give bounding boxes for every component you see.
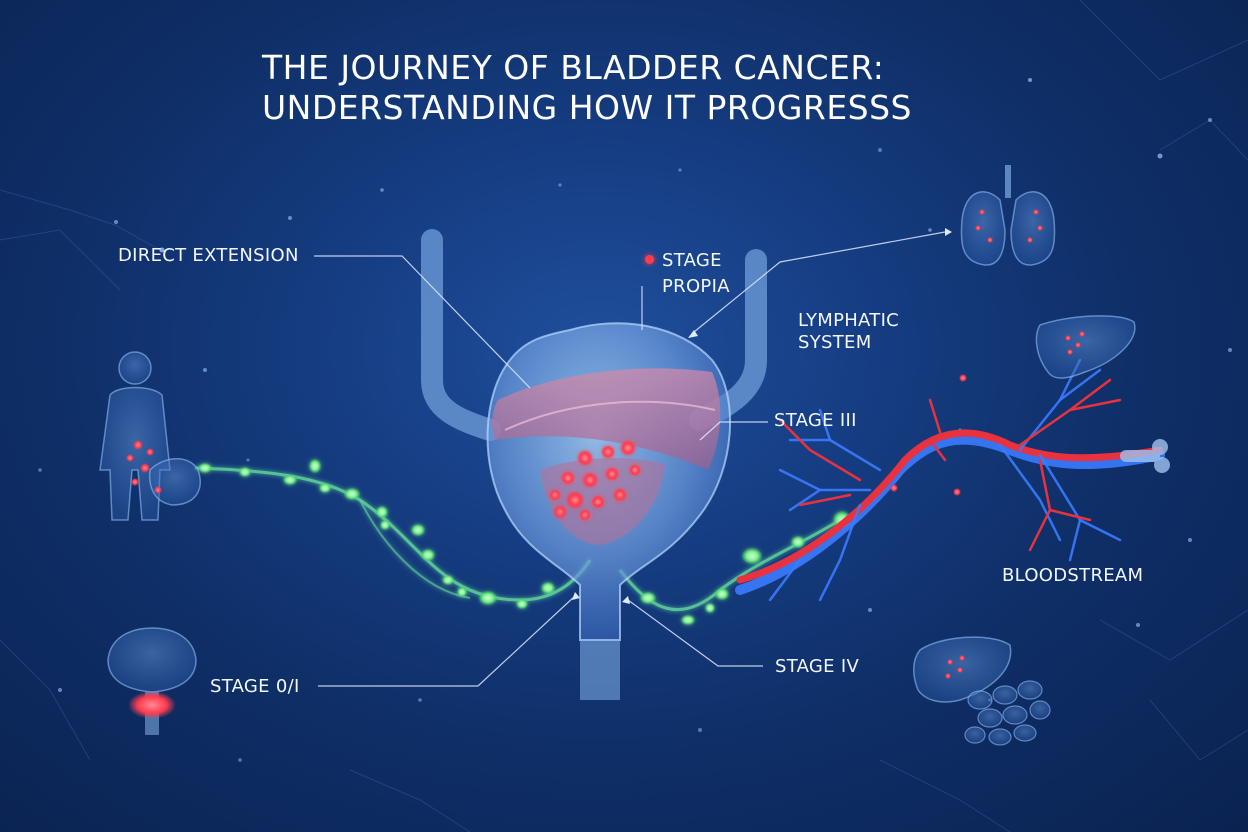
arrow-head [945, 228, 952, 236]
blood-vessel-icon [735, 358, 1165, 602]
background-stars [38, 78, 1232, 762]
label-bloodstream: BLOODSTREAM [1002, 565, 1144, 586]
tumor-cells [549, 440, 641, 521]
arrow-head [622, 596, 630, 604]
label-stage-iv: STAGE IV [775, 656, 860, 677]
tumor-dot-icon [645, 255, 654, 264]
leader-lines [314, 231, 946, 687]
lymphatic-chain-left [194, 459, 592, 609]
human-body-icon [99, 351, 201, 521]
arrow-head [688, 330, 698, 338]
arrow-head [572, 592, 580, 600]
prostate-icon [107, 627, 197, 735]
label-stage-iii: STAGE III [774, 410, 857, 431]
label-direct-extension: DIRECT EXTENSION [118, 245, 299, 266]
label-stage-0-i: STAGE 0/I [210, 676, 300, 697]
lymph-node-icon [198, 459, 555, 609]
label-system: SYSTEM [798, 332, 872, 353]
title-line-1: THE JOURNEY OF BLADDER CANCER: [262, 48, 885, 87]
label-propia: PROPIA [662, 276, 730, 297]
body-tumor-cells [126, 440, 162, 494]
label-lymphatic: LYMPHATIC [798, 310, 900, 331]
bone-icon [1120, 439, 1170, 473]
label-stage-text: STAGE [662, 250, 722, 271]
label-stage: STAGE [645, 250, 722, 272]
title-line-2: UNDERSTANDING HOW IT PROGRESSS [262, 88, 913, 127]
bladder-icon [421, 229, 767, 700]
liver-intestine-icon [913, 636, 1051, 746]
lungs-icon [960, 165, 1056, 266]
circulating-tumor-cells [890, 374, 967, 496]
liver-icon [1035, 315, 1136, 379]
lung-tumor-cells [975, 209, 1043, 243]
